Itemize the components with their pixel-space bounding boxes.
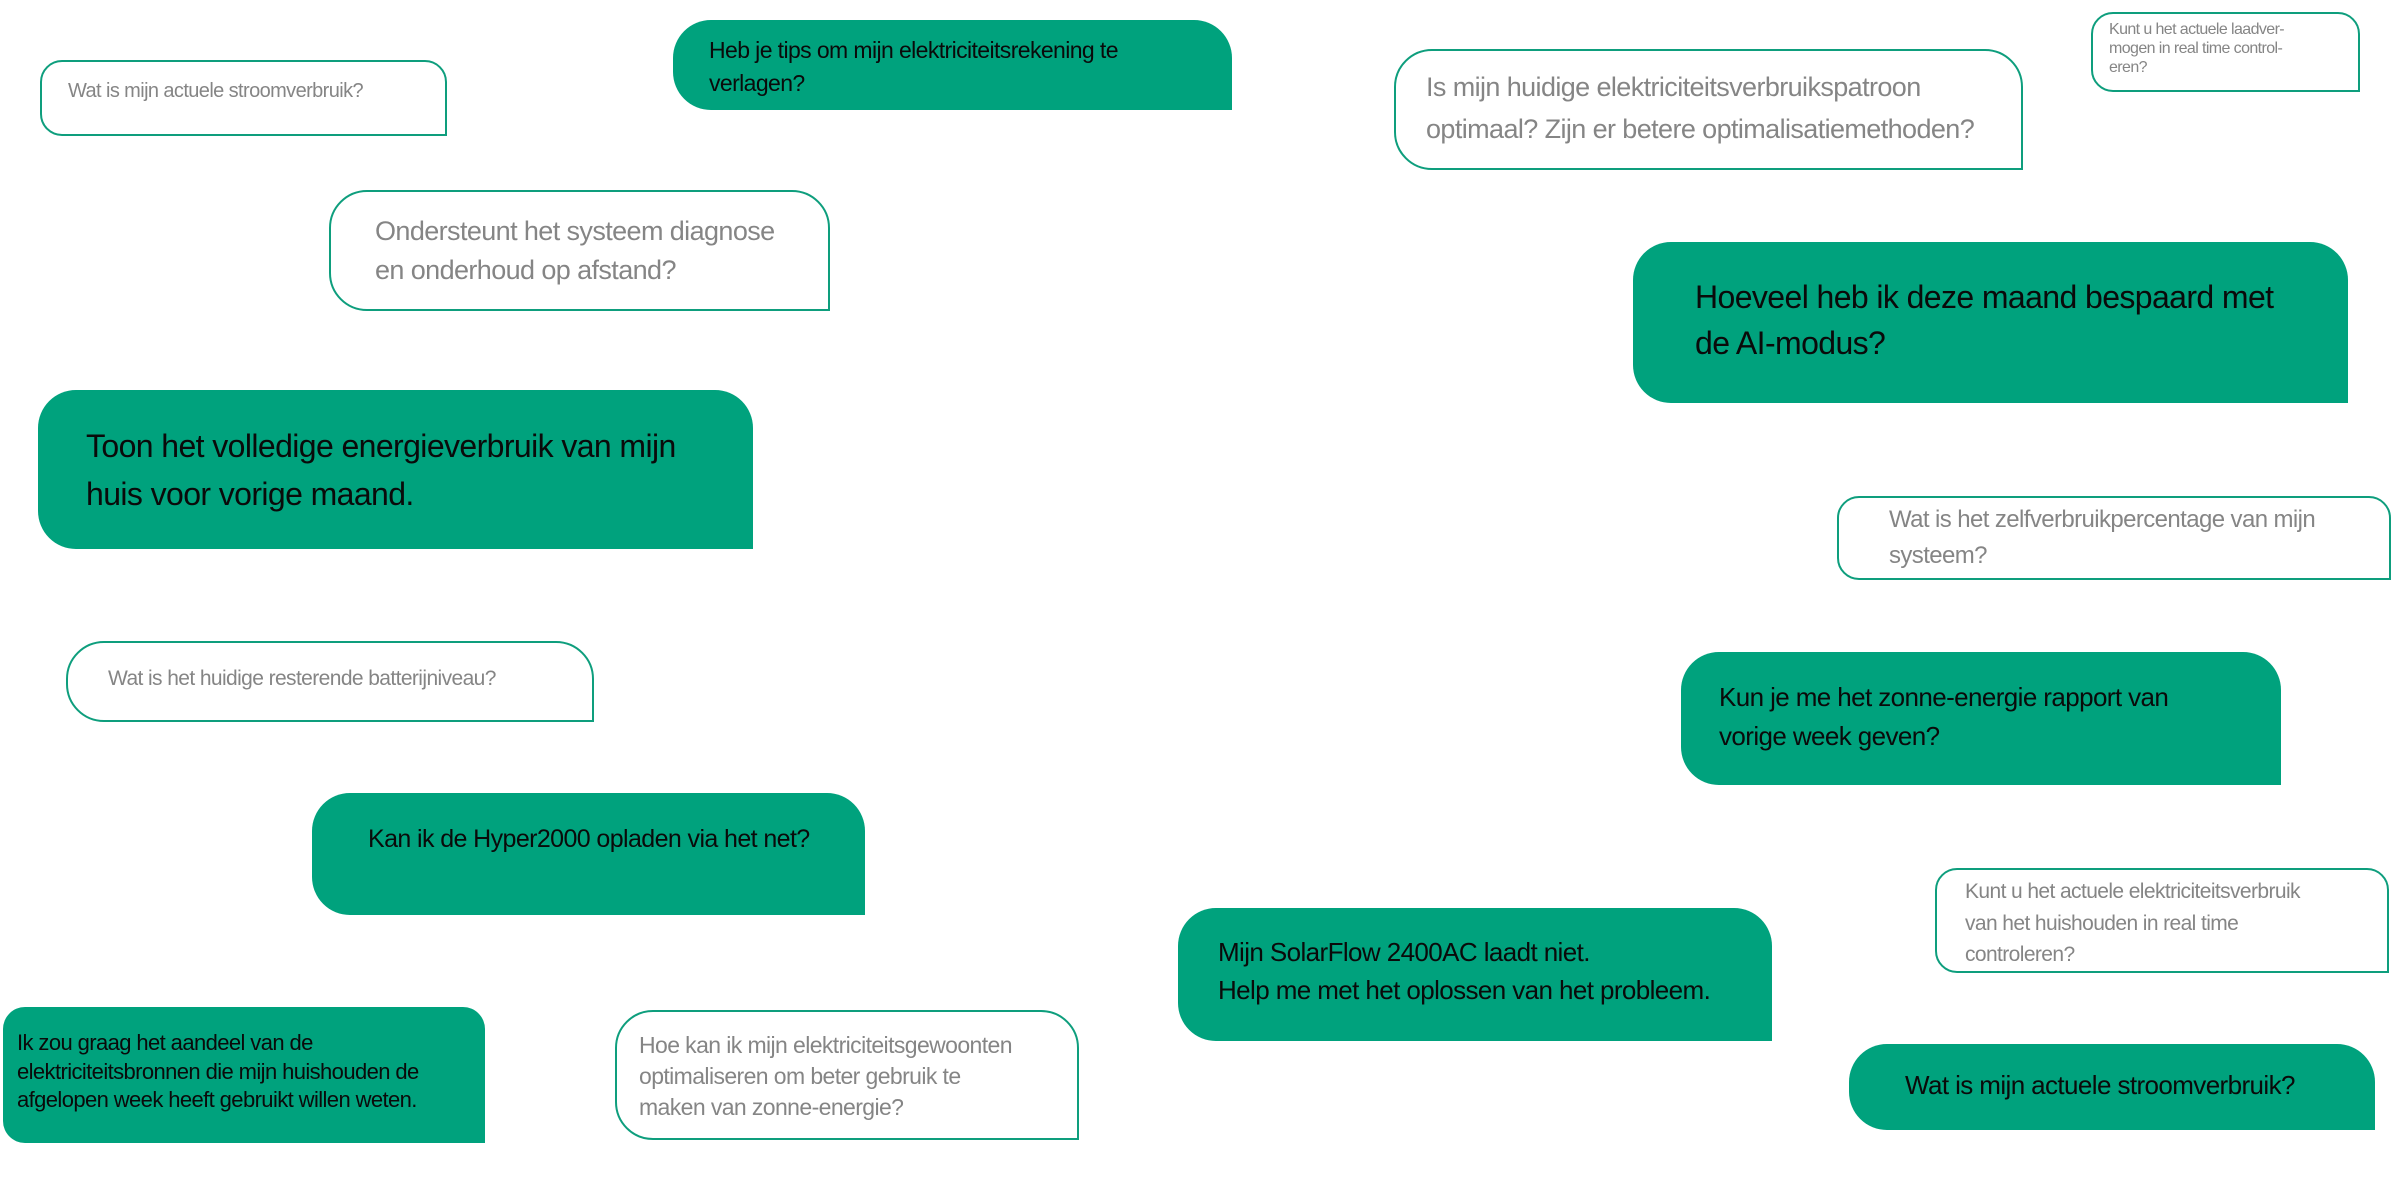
suggestion-bubble[interactable]: Hoe kan ik mijn elektriciteitsgewoonten … — [615, 1010, 1079, 1140]
suggestion-bubble[interactable]: Kunt u het actuele laadver- mogen in rea… — [2091, 12, 2360, 92]
suggestion-bubble[interactable]: Kun je me het zonne-energie rapport van … — [1681, 652, 2281, 785]
suggestion-bubble[interactable]: Wat is mijn actuele stroomverbruik? — [1849, 1044, 2375, 1130]
suggestion-bubble[interactable]: Toon het volledige energieverbruik van m… — [38, 390, 753, 549]
suggestion-bubble[interactable]: Kan ik de Hyper2000 opladen via het net? — [312, 793, 865, 915]
suggestion-bubble[interactable]: Mijn SolarFlow 2400AC laadt niet. Help m… — [1178, 908, 1772, 1041]
suggestion-bubble[interactable]: Is mijn huidige elektriciteitsverbruiksp… — [1394, 49, 2023, 170]
suggestion-bubble[interactable]: Wat is mijn actuele stroomverbruik? — [40, 60, 447, 136]
suggestion-bubble[interactable]: Hoeveel heb ik deze maand bespaard met d… — [1633, 242, 2348, 403]
suggestion-bubble[interactable]: Ondersteunt het systeem diagnose en onde… — [329, 190, 830, 311]
suggestion-bubble[interactable]: Wat is het huidige resterende batterijni… — [66, 641, 594, 722]
suggestion-bubble[interactable]: Kunt u het actuele elektriciteitsverbrui… — [1935, 868, 2389, 973]
suggestion-bubble[interactable]: Ik zou graag het aandeel van de elektric… — [3, 1007, 485, 1143]
suggestion-bubble[interactable]: Heb je tips om mijn elektriciteitsrekeni… — [673, 20, 1232, 110]
suggestion-bubble[interactable]: Wat is het zelfverbruikpercentage van mi… — [1837, 496, 2391, 580]
